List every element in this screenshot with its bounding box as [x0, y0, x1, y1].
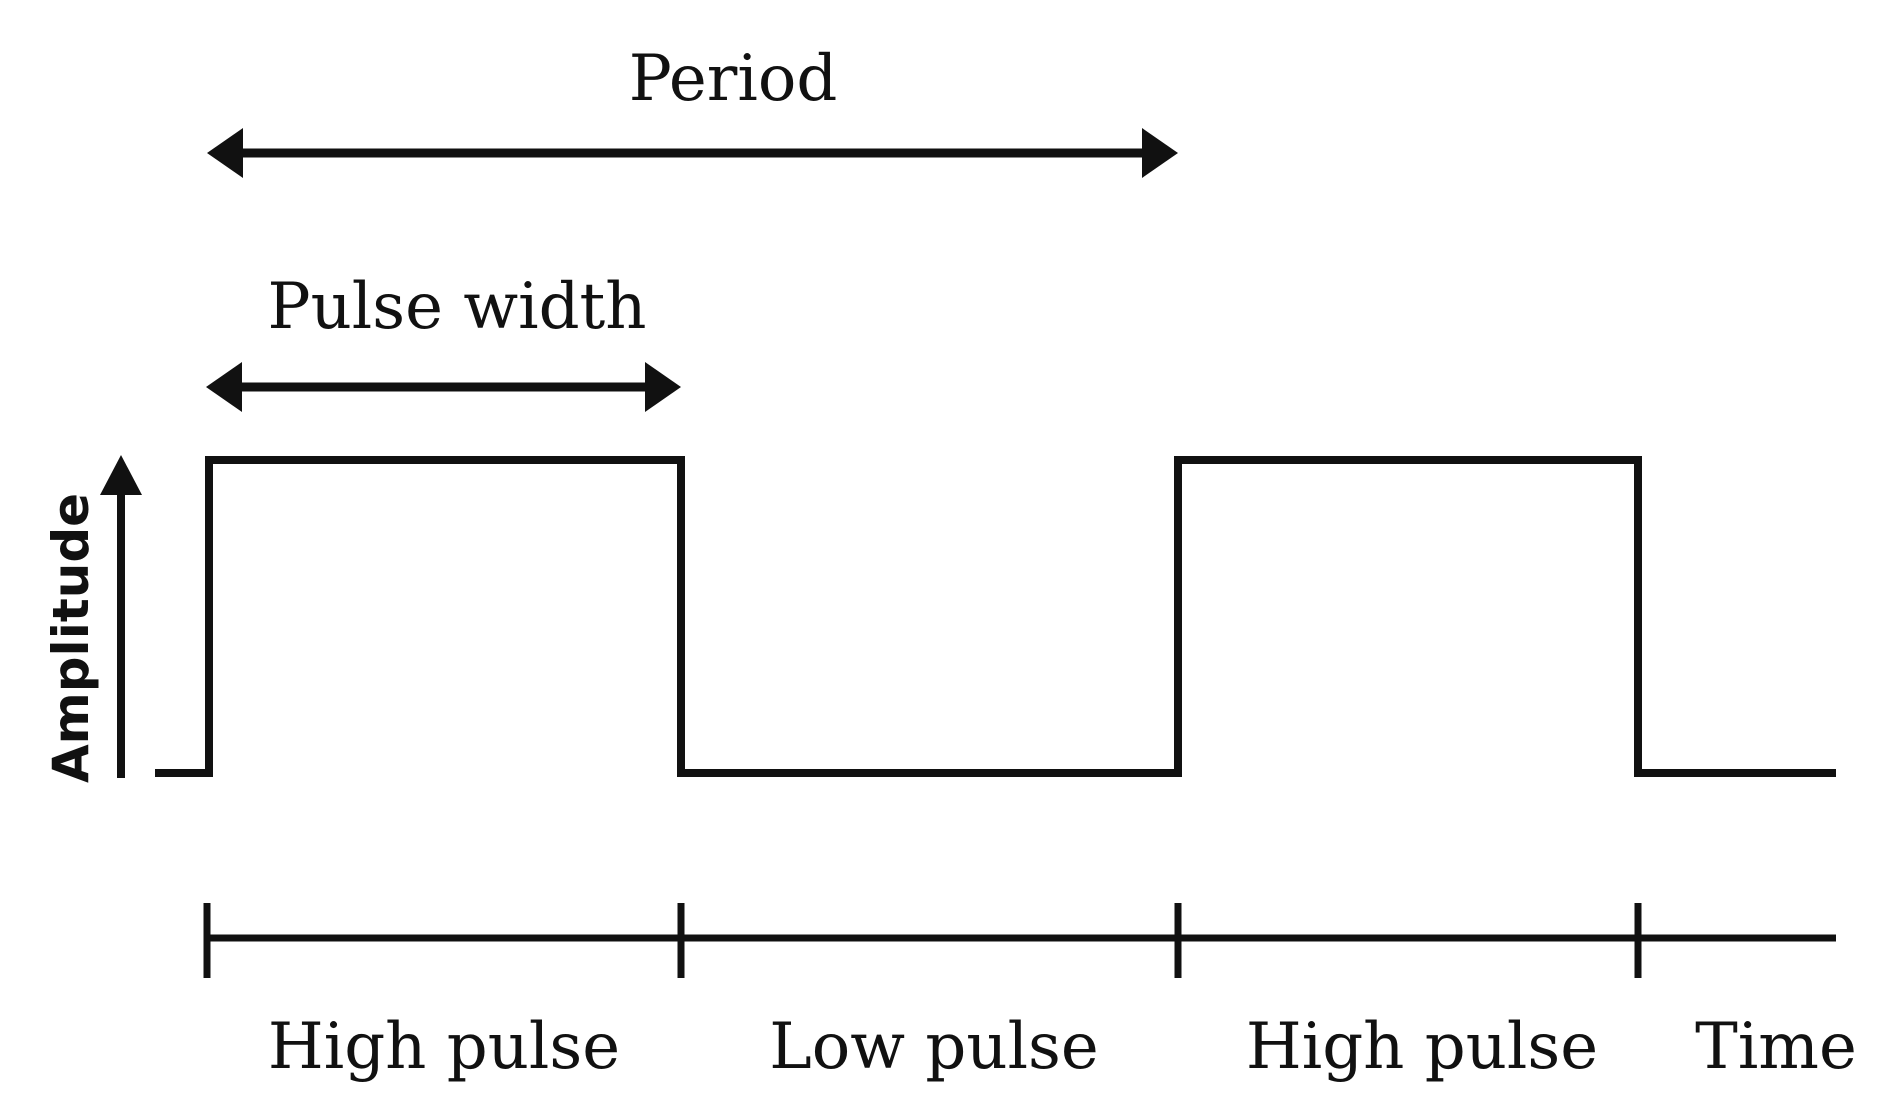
amplitude-axis — [100, 455, 142, 778]
period-arrow — [207, 128, 1178, 178]
segment-label-low: Low pulse — [769, 1010, 1099, 1084]
pulse-width-label: Pulse width — [268, 270, 647, 344]
time-label: Time — [1695, 1010, 1857, 1084]
square-wave — [155, 456, 1836, 777]
segment-label-high-2: High pulse — [1246, 1010, 1598, 1084]
time-axis — [203, 903, 1836, 978]
period-label: Period — [629, 42, 838, 116]
pulse-width-arrow — [206, 362, 681, 412]
segment-label-high-1: High pulse — [268, 1010, 620, 1084]
amplitude-label: Amplitude — [42, 493, 100, 783]
